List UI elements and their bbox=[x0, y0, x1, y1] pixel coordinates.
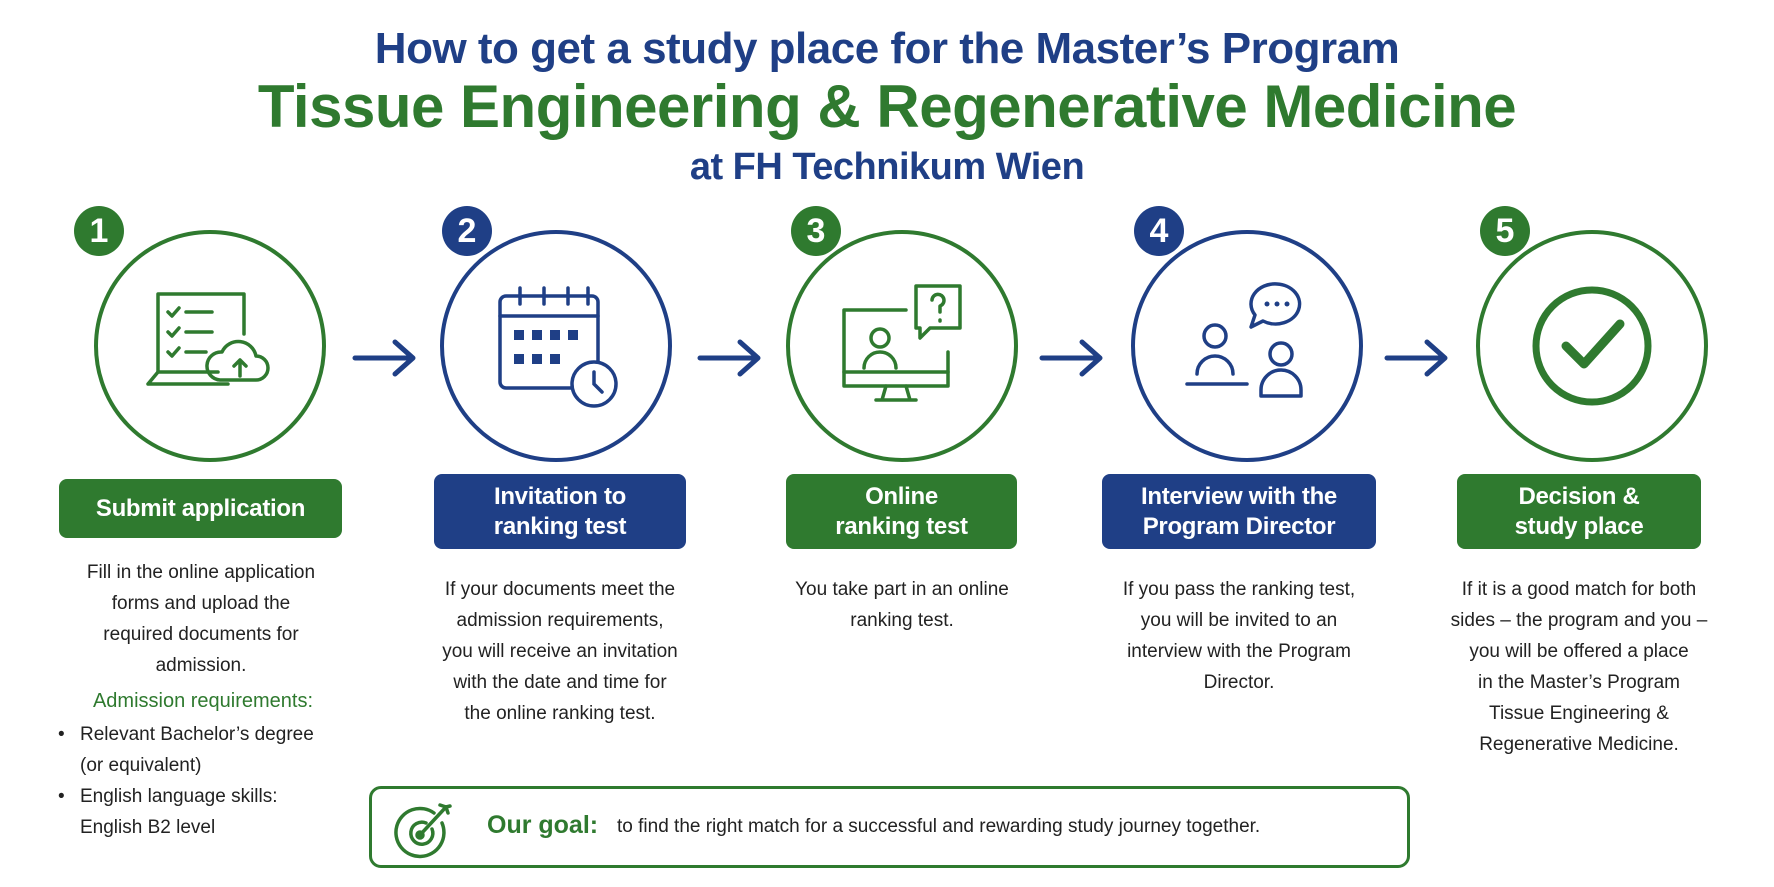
step-5-number-badge: 5 bbox=[1480, 206, 1530, 256]
title-line-1: How to get a study place for the Master’… bbox=[374, 24, 1400, 73]
requirement-line: English language skills: bbox=[80, 786, 278, 807]
step-4-description: If you pass the ranking test, you will b… bbox=[1089, 574, 1389, 698]
label-line: Decision & bbox=[1518, 482, 1640, 510]
desc-line: Tissue Engineering & bbox=[1489, 703, 1669, 724]
goal-box: Our goal: to find the right match for a … bbox=[369, 786, 1410, 868]
desc-line: you will be invited to an bbox=[1140, 610, 1338, 631]
desc-line: you will be offered a place bbox=[1469, 641, 1689, 662]
label-line: Online bbox=[865, 482, 938, 510]
step-3-number-badge: 3 bbox=[791, 206, 841, 256]
desc-line: with the date and time for bbox=[453, 672, 667, 693]
program-title: Tissue Engineering & Regenerative Medici… bbox=[257, 73, 1517, 140]
step-4-circle bbox=[1131, 230, 1363, 462]
desc-line: admission. bbox=[155, 655, 247, 676]
desc-line: If your documents meet the bbox=[444, 579, 676, 600]
requirement-line: English B2 level bbox=[80, 817, 216, 838]
desc-line: required documents for bbox=[103, 624, 299, 645]
label-line: Interview with the bbox=[1141, 482, 1337, 510]
desc-line: sides – the program and you – bbox=[1450, 610, 1708, 631]
step-1-number-badge: 1 bbox=[74, 206, 124, 256]
arrow-right-icon bbox=[1039, 339, 1103, 377]
step-1-description: Fill in the online application forms and… bbox=[46, 557, 356, 681]
arrow-right-icon bbox=[352, 339, 416, 377]
requirement-item: English language skills: English B2 level bbox=[58, 781, 358, 843]
step-5-label: Decision &study place bbox=[1457, 474, 1701, 549]
label-line: ranking test bbox=[835, 512, 968, 540]
desc-line: the online ranking test. bbox=[464, 703, 656, 724]
desc-line: You take part in an online bbox=[795, 579, 1009, 600]
checkmark-circle-icon bbox=[1532, 286, 1652, 406]
admission-requirements-list: Relevant Bachelor’s degree (or equivalent… bbox=[58, 719, 358, 843]
label-line: ranking test bbox=[493, 512, 627, 540]
goal-label: Our goal: bbox=[487, 811, 599, 839]
desc-line: If you pass the ranking test, bbox=[1122, 579, 1356, 600]
desc-line: Fill in the online application bbox=[86, 562, 316, 583]
calendar-clock-icon bbox=[498, 286, 618, 408]
requirement-item: Relevant Bachelor’s degree (or equivalent… bbox=[58, 719, 358, 781]
desc-line: in the Master’s Program bbox=[1477, 672, 1681, 693]
label-line: Invitation to bbox=[493, 482, 627, 510]
arrow-right-icon bbox=[697, 339, 761, 377]
step-4-number-badge: 4 bbox=[1134, 206, 1184, 256]
requirement-line: (or equivalent) bbox=[80, 755, 202, 776]
step-5-circle bbox=[1476, 230, 1708, 462]
step-3-circle bbox=[786, 230, 1018, 462]
step-1-label: Submit application bbox=[59, 479, 342, 538]
label-line: Submit application bbox=[95, 494, 306, 522]
desc-line: you will receive an invitation bbox=[442, 641, 678, 662]
step-1-circle bbox=[94, 230, 326, 462]
desc-line: Regenerative Medicine. bbox=[1479, 734, 1679, 755]
label-line: study place bbox=[1514, 512, 1644, 540]
requirement-line: Relevant Bachelor’s degree bbox=[80, 724, 314, 745]
step-3-description: You take part in an online ranking test. bbox=[752, 574, 1052, 636]
desc-line: If it is a good match for both bbox=[1461, 579, 1697, 600]
label-line: Program Director bbox=[1142, 512, 1336, 540]
arrow-right-icon bbox=[1384, 339, 1448, 377]
desc-line: forms and upload the bbox=[111, 593, 291, 614]
desc-line: ranking test. bbox=[850, 610, 954, 631]
step-5-description: If it is a good match for both sides – t… bbox=[1414, 574, 1744, 760]
monitor-question-icon bbox=[842, 284, 962, 402]
step-2-number-badge: 2 bbox=[442, 206, 492, 256]
laptop-checklist-upload-icon bbox=[146, 292, 270, 386]
desc-line: Director. bbox=[1203, 672, 1275, 693]
step-2-circle bbox=[440, 230, 672, 462]
target-arrow-icon bbox=[394, 803, 452, 859]
desc-line: admission requirements, bbox=[456, 610, 664, 631]
step-2-description: If your documents meet the admission req… bbox=[400, 574, 720, 729]
interview-people-icon bbox=[1185, 282, 1303, 398]
desc-line: interview with the Program bbox=[1127, 641, 1351, 662]
institution-title: at FH Technikum Wien bbox=[689, 146, 1085, 188]
admission-requirements-heading: Admission requirements: bbox=[92, 690, 314, 712]
goal-text: to find the right match for a successful… bbox=[617, 816, 1261, 837]
